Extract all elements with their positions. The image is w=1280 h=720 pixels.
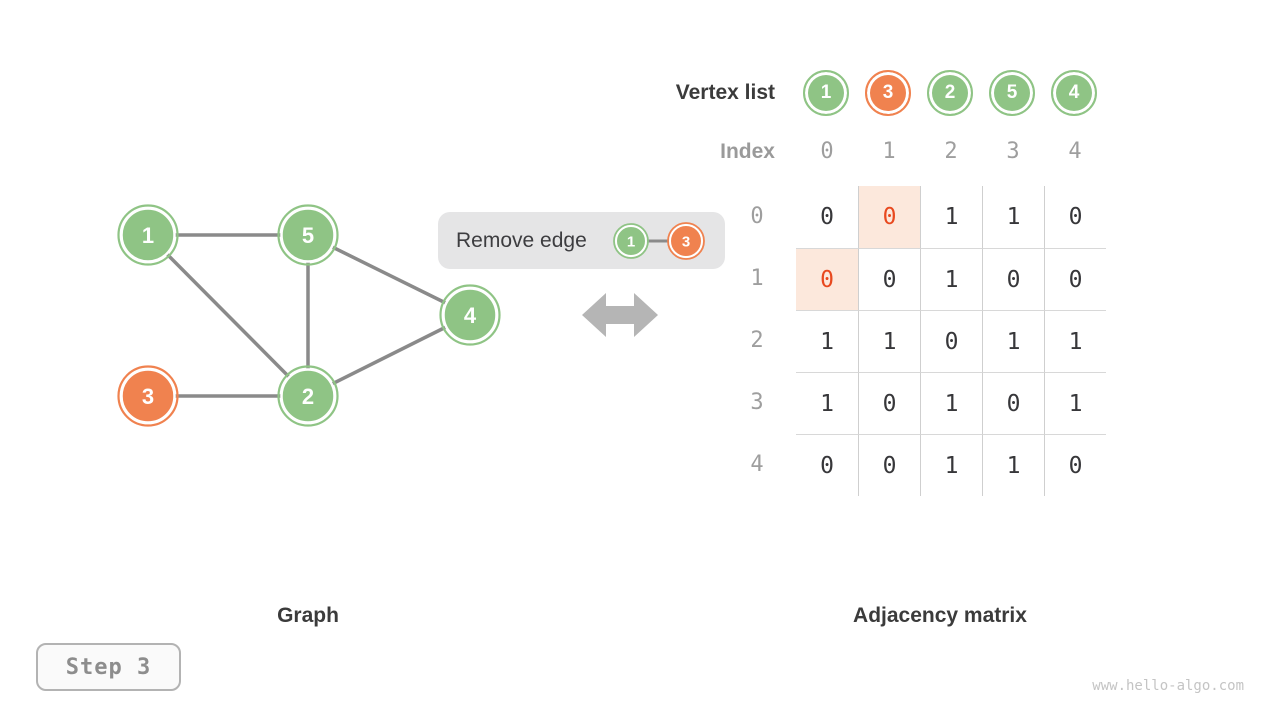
graph-node-label: 4: [464, 303, 477, 328]
matrix-cell-3-1: 0: [858, 372, 920, 434]
matrix-cell-4-2: 1: [920, 434, 982, 496]
index-label: Index: [720, 140, 775, 163]
watermark: www.hello-algo.com: [1092, 678, 1244, 694]
matrix-row-label-1: 1: [750, 266, 764, 291]
matrix-cell-3-2: 1: [920, 372, 982, 434]
matrix-cell-3-3: 0: [982, 372, 1044, 434]
graph-node-3: 3: [117, 365, 179, 427]
matrix-cell-4-4: 0: [1044, 434, 1106, 496]
step-badge: Step 3: [36, 643, 181, 691]
matrix-cell-2-2: 0: [920, 310, 982, 372]
matrix-cell-2-0: 1: [796, 310, 858, 372]
graph-node-2: 2: [277, 365, 339, 427]
matrix-cell-3-4: 1: [1044, 372, 1106, 434]
index-number-1: 1: [882, 139, 896, 164]
graph-node-label: 1: [142, 223, 154, 248]
matrix-row-label-2: 2: [750, 328, 764, 353]
matrix-cell-0-1: 0: [858, 186, 920, 248]
operation-label: Remove edge: [456, 229, 587, 252]
vertex-circle-2: 2: [927, 70, 973, 116]
matrix-cell-2-1: 1: [858, 310, 920, 372]
matrix-cell-0-2: 1: [920, 186, 982, 248]
index-number-4: 4: [1068, 139, 1082, 164]
vertex-list-label: Vertex list: [675, 81, 775, 104]
svg-text:3: 3: [682, 234, 690, 251]
index-number-3: 3: [1006, 139, 1020, 164]
svg-text:1: 1: [627, 234, 635, 251]
matrix-cell-0-4: 0: [1044, 186, 1106, 248]
matrix-row-label-3: 3: [750, 390, 764, 415]
matrix-cell-1-3: 0: [982, 248, 1044, 310]
double-arrow-icon: [582, 293, 658, 337]
graph-node-label: 3: [142, 384, 154, 409]
graph-node-4: 4: [439, 284, 501, 346]
graph-node-label: 2: [302, 384, 314, 409]
graph-node-label: 5: [302, 223, 314, 248]
vertex-circle-1: 1: [803, 70, 849, 116]
operation-endpoint-3: 3: [667, 222, 705, 260]
index-number-2: 2: [944, 139, 958, 164]
graph-edge-1-2: [146, 233, 310, 398]
matrix-cell-0-3: 1: [982, 186, 1044, 248]
matrix-row-label-0: 0: [750, 204, 764, 229]
matrix-caption: Adjacency matrix: [853, 604, 1027, 627]
matrix-cell-4-1: 0: [858, 434, 920, 496]
matrix-row-label-4: 4: [750, 452, 764, 477]
matrix-cell-1-0: 0: [796, 248, 858, 310]
graph-node-5: 5: [277, 204, 339, 266]
matrix-cell-4-0: 0: [796, 434, 858, 496]
matrix-cell-2-4: 1: [1044, 310, 1106, 372]
matrix-cell-1-1: 0: [858, 248, 920, 310]
matrix-cell-0-0: 0: [820, 204, 834, 230]
vertex-circle-4: 4: [1051, 70, 1097, 116]
index-number-0: 0: [820, 139, 834, 164]
matrix-cell-2-3: 1: [982, 310, 1044, 372]
matrix-cell-1-2: 1: [920, 248, 982, 310]
index-row: 0 1 2 3 4: [796, 130, 1106, 174]
matrix-cell-1-4: 0: [1044, 248, 1106, 310]
matrix-cell-4-3: 1: [982, 434, 1044, 496]
graph-panel: 1 5 4 3 2: [117, 204, 501, 427]
operation-endpoint-1: 1: [613, 223, 649, 259]
vertex-circle-3: 3: [865, 70, 911, 116]
matrix-cell-3-0: 1: [796, 372, 858, 434]
graph-caption: Graph: [277, 604, 339, 627]
graph-node-1: 1: [117, 204, 179, 266]
matrix-row-labels: 0 1 2 3 4: [737, 186, 777, 496]
vertex-circle-5: 5: [989, 70, 1035, 116]
